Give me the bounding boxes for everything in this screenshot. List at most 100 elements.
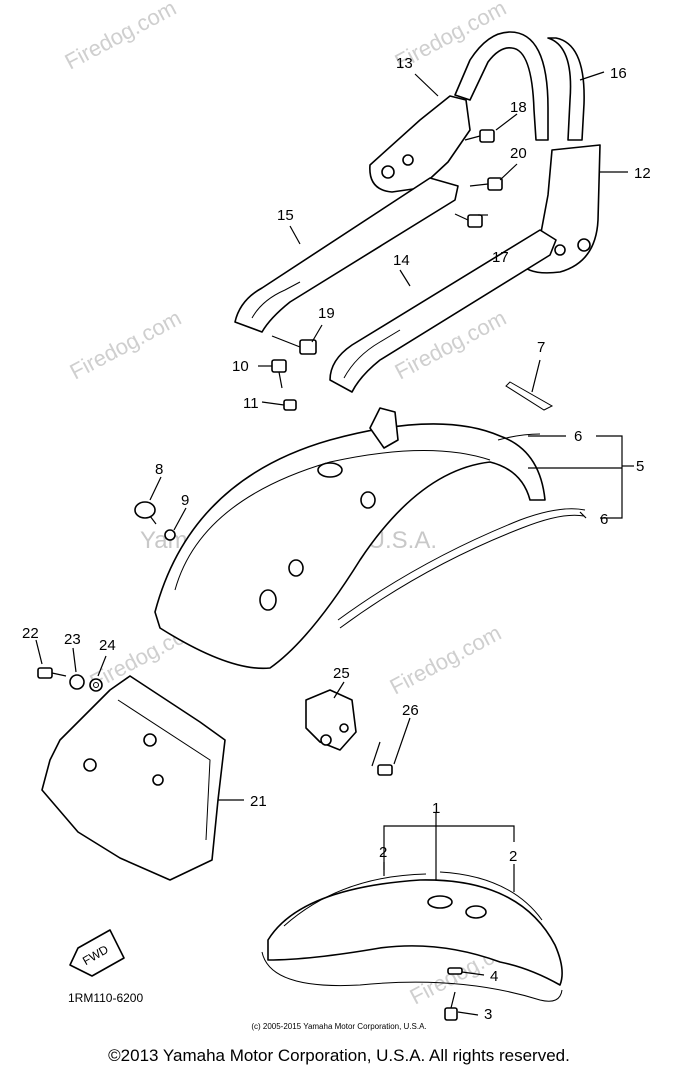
callout-5: 5 bbox=[636, 458, 644, 475]
small-copyright: (c) 2005-2015 Yamaha Motor Corporation, … bbox=[251, 1022, 427, 1031]
bolt-3-shank bbox=[450, 991, 456, 1009]
leader-lines bbox=[35, 71, 634, 1016]
front-fender-stripe bbox=[283, 873, 427, 927]
leader-line bbox=[579, 511, 587, 519]
bolt-hole bbox=[577, 238, 591, 252]
callout-2: 2 bbox=[379, 844, 387, 861]
bracket-25 bbox=[305, 689, 357, 751]
inner-fender-hole bbox=[83, 758, 97, 772]
callout-11: 11 bbox=[243, 395, 259, 412]
bolt-hole bbox=[554, 244, 566, 256]
front-fender-assembly bbox=[261, 871, 563, 1021]
bolt-10 bbox=[271, 359, 287, 373]
bolt-18 bbox=[479, 129, 495, 143]
callout-21: 21 bbox=[250, 793, 267, 810]
leader-line bbox=[457, 1011, 479, 1016]
fender-hole bbox=[259, 589, 277, 611]
leader-line bbox=[173, 507, 187, 531]
fender-hole bbox=[317, 462, 343, 478]
inner-fender-hole bbox=[152, 774, 164, 786]
leader-line bbox=[579, 71, 605, 81]
bolt-26-shank bbox=[371, 741, 381, 767]
callout-23: 23 bbox=[64, 631, 81, 648]
callout-13: 13 bbox=[396, 55, 413, 72]
nut-23 bbox=[69, 674, 85, 690]
callout-7: 7 bbox=[537, 339, 545, 356]
leader-line bbox=[495, 113, 518, 131]
bolt-18-shank bbox=[464, 135, 481, 141]
front-fender bbox=[267, 879, 563, 986]
side-rails bbox=[234, 177, 557, 393]
nut-11 bbox=[283, 399, 297, 411]
front-fender-stripe bbox=[439, 871, 543, 921]
leader-line bbox=[461, 971, 485, 976]
callout-19: 19 bbox=[318, 305, 335, 322]
bolt-10-shank bbox=[278, 371, 283, 389]
callout-6: 6 bbox=[600, 511, 608, 528]
callout-6: 6 bbox=[574, 428, 582, 445]
leader-bracket-5 bbox=[596, 435, 623, 519]
fender-hole bbox=[360, 491, 376, 509]
bracket-25-hole bbox=[320, 734, 332, 746]
fender-bracket bbox=[369, 407, 399, 449]
callout-8: 8 bbox=[155, 461, 163, 478]
bolt-hole bbox=[381, 165, 395, 179]
side-rail-14-slot bbox=[343, 329, 401, 379]
fasteners-fender bbox=[134, 501, 176, 541]
callout-3: 3 bbox=[484, 1006, 492, 1023]
leader-line bbox=[414, 73, 439, 97]
front-fender-plate bbox=[465, 905, 487, 919]
leader-line bbox=[531, 359, 541, 393]
callout-14: 14 bbox=[393, 252, 410, 269]
front-fender-inner bbox=[261, 951, 563, 1002]
grab-bar-assembly bbox=[369, 31, 601, 274]
callout-20: 20 bbox=[510, 145, 527, 162]
fwd-arrow bbox=[69, 929, 125, 977]
callout-25: 25 bbox=[333, 665, 350, 682]
diagram-code: 1RM110-6200 bbox=[68, 991, 143, 1005]
callout-18: 18 bbox=[510, 99, 527, 116]
callout-1: 1 bbox=[432, 800, 440, 817]
leader-line bbox=[261, 401, 285, 406]
leader-line bbox=[149, 476, 162, 501]
callout-24: 24 bbox=[99, 637, 116, 654]
washer-9 bbox=[164, 529, 176, 541]
fwd-indicator: FWD bbox=[69, 929, 125, 977]
leader-line bbox=[499, 163, 518, 181]
clip-4 bbox=[447, 967, 463, 975]
watermark-text: Firedog.com bbox=[386, 620, 506, 699]
bolt-8-shank bbox=[149, 515, 157, 525]
rear-fender-assembly bbox=[154, 381, 586, 670]
side-rail-15 bbox=[234, 177, 459, 333]
bolt-hole bbox=[402, 154, 414, 166]
callout-26: 26 bbox=[402, 702, 419, 719]
bolt-26 bbox=[377, 764, 393, 776]
bolt-19-shank bbox=[271, 335, 301, 348]
fender-inner-edge bbox=[174, 449, 491, 591]
inner-fender-edge bbox=[117, 699, 211, 841]
side-rail-15-slot bbox=[251, 281, 301, 319]
watermark-text: Firedog.com bbox=[66, 305, 186, 384]
inner-fender-21 bbox=[41, 675, 226, 881]
fender-emblem-7 bbox=[505, 381, 554, 411]
leader-line bbox=[97, 655, 107, 677]
fasteners-upper bbox=[271, 129, 503, 411]
leader-line bbox=[311, 324, 323, 343]
callout-9: 9 bbox=[181, 492, 189, 509]
fender-stripe bbox=[337, 508, 586, 621]
grab-bar-loop-outer bbox=[547, 37, 585, 141]
bolt-3 bbox=[444, 1007, 458, 1021]
callout-17: 17 bbox=[492, 249, 509, 266]
bolt-8 bbox=[134, 501, 156, 519]
washer-24-inner bbox=[93, 682, 99, 688]
leader-bracket-1 bbox=[383, 825, 515, 870]
copyright-notice: ©2013 Yamaha Motor Corporation, U.S.A. A… bbox=[108, 1046, 570, 1065]
bracket-25-assembly bbox=[305, 689, 393, 776]
leader-line bbox=[399, 269, 411, 287]
bolt-22 bbox=[37, 667, 53, 679]
fender-emblem-6-upper bbox=[497, 433, 541, 441]
bolt-22-shank bbox=[51, 672, 67, 677]
washer-24 bbox=[89, 678, 103, 692]
callout-10: 10 bbox=[232, 358, 249, 375]
